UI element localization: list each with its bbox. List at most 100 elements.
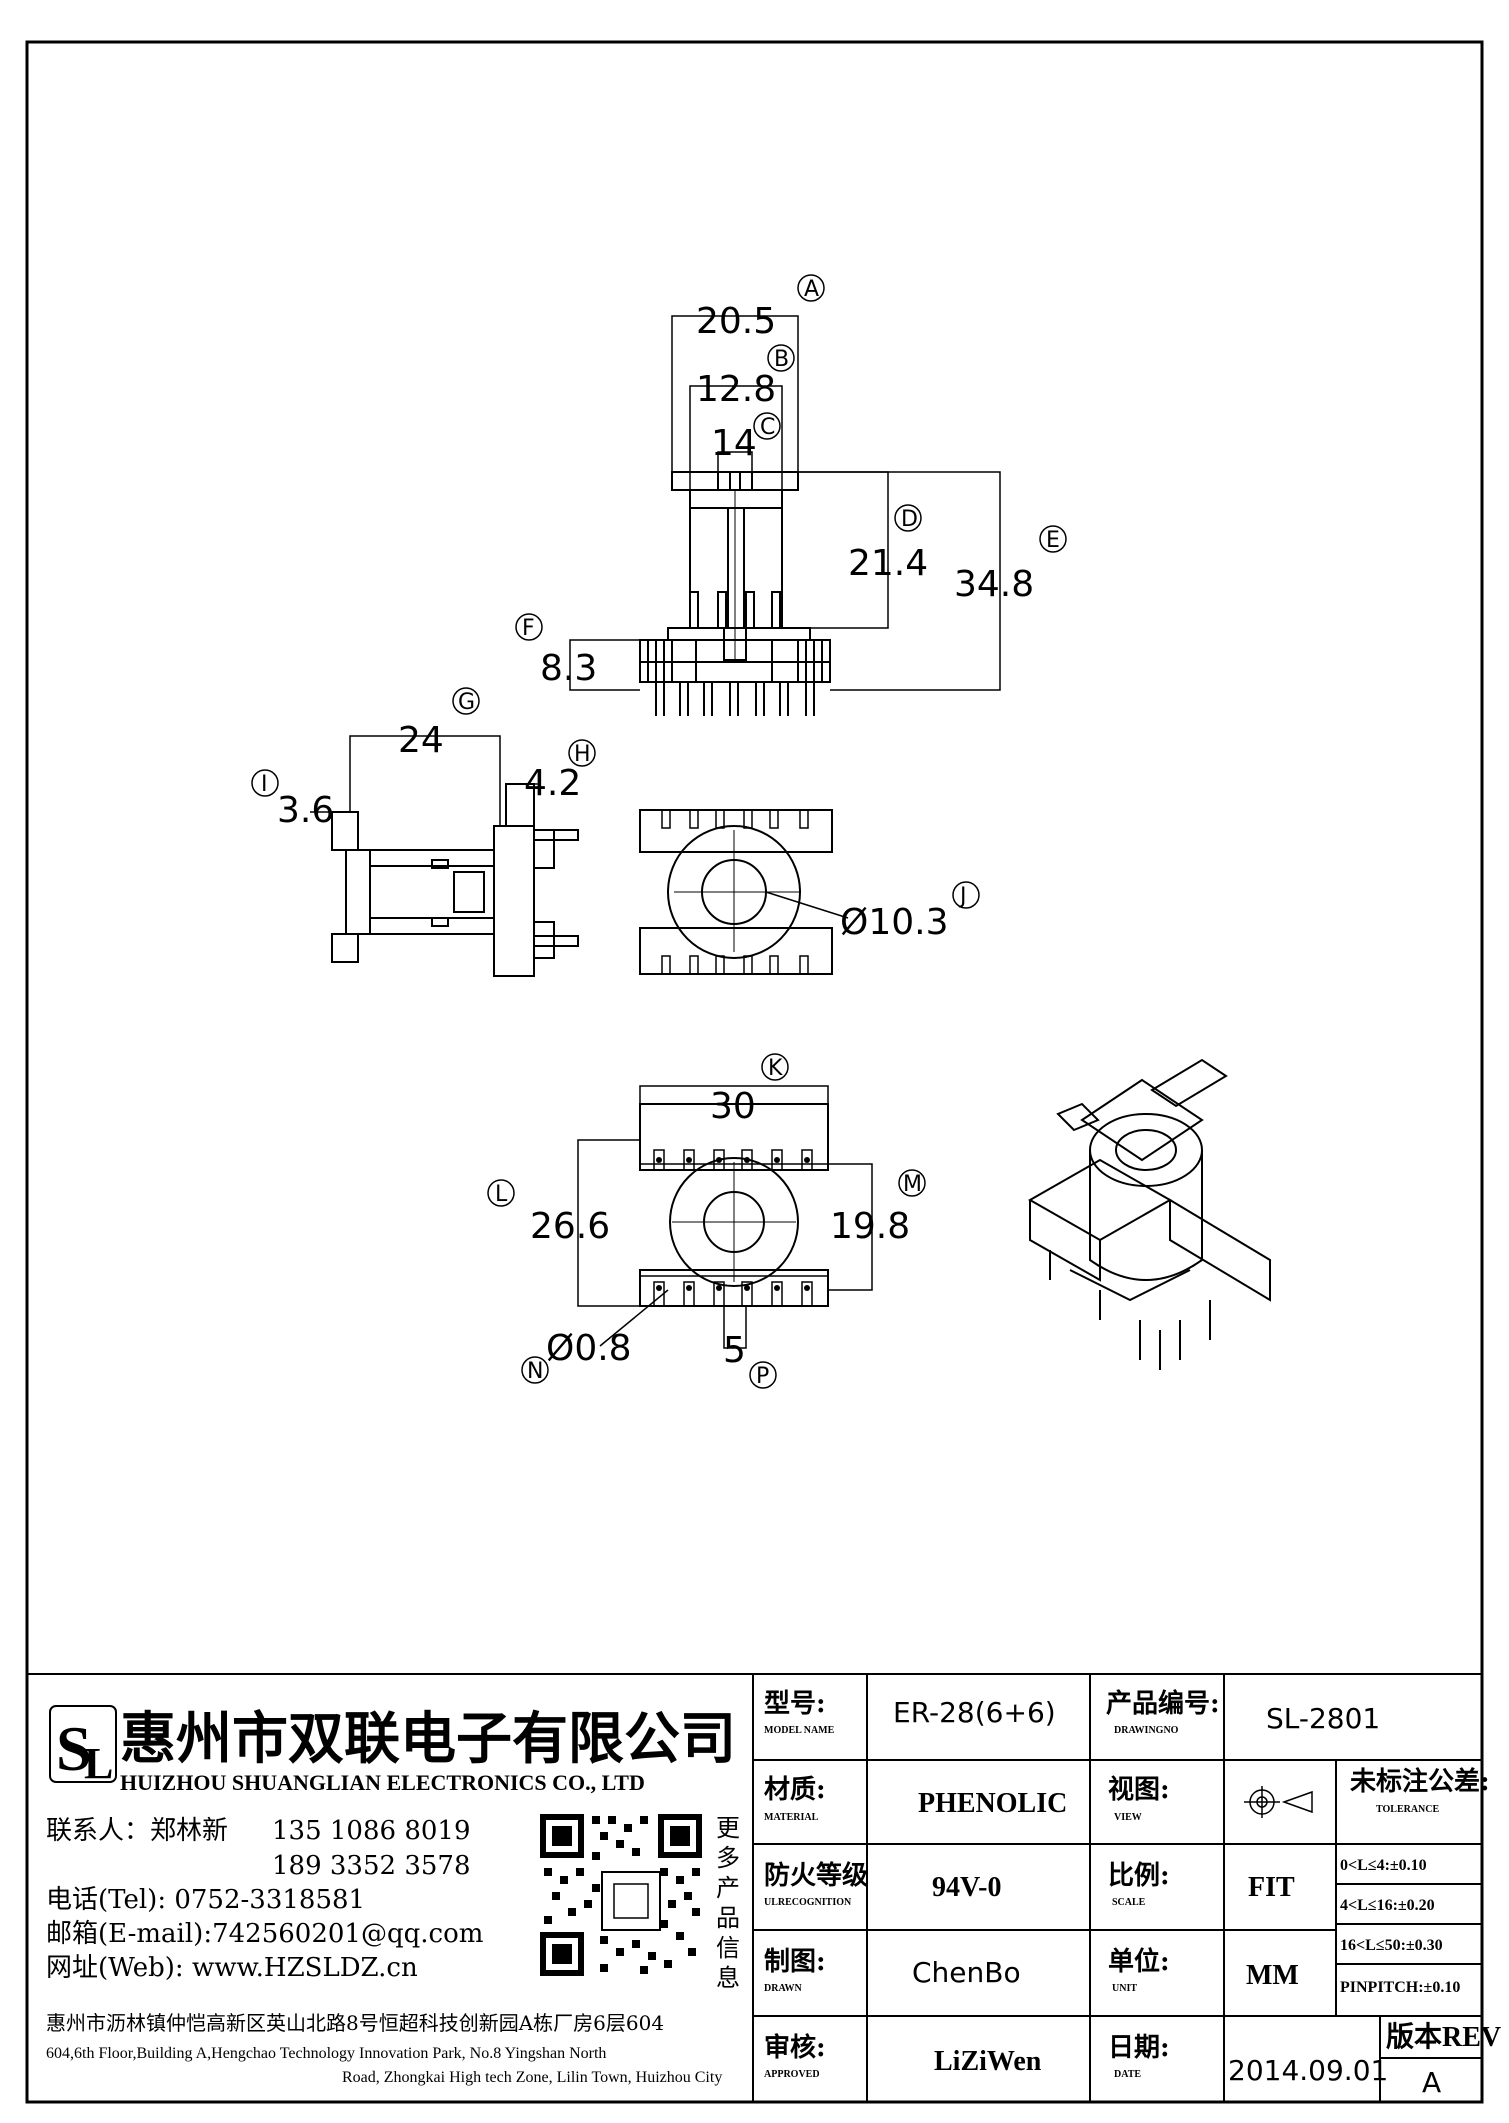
material-label-en: MATERIAL xyxy=(764,1812,819,1823)
svg-text:产: 产 xyxy=(716,1874,740,1902)
revision-value: A xyxy=(1422,2066,1441,2099)
tag-d: D xyxy=(901,507,918,532)
dim-h-value: 4.2 xyxy=(524,763,581,804)
tag-f: F xyxy=(522,616,535,641)
dim-m-value: 19.8 xyxy=(830,1206,910,1247)
fire-rating-value: 94V-0 xyxy=(932,1872,1001,1903)
dim-d-value: 21.4 xyxy=(848,543,928,584)
dimension-tag-letters: A B C D E F G H I J K L M N P xyxy=(261,277,1060,1389)
address-cn: 惠州市沥林镇仲恺高新区英山北路8号恒超科技创新园A栋厂房6层604 xyxy=(46,2011,664,2035)
tag-n: N xyxy=(527,1359,543,1384)
drawn-label: 制图: xyxy=(764,1947,826,1977)
model-label-en: MODEL NAME xyxy=(764,1725,835,1736)
approved-label: 审核: xyxy=(764,2032,826,2063)
phone-1: 135 1086 8019 xyxy=(272,1816,471,1846)
tag-g: G xyxy=(458,690,475,715)
scale-value: FIT xyxy=(1248,1872,1295,1903)
svg-text:息: 息 xyxy=(716,1964,740,1992)
drawn-label-en: DRAWN xyxy=(764,1983,803,1994)
tag-m: M xyxy=(903,1172,922,1197)
view-label: 视图: xyxy=(1108,1775,1170,1805)
svg-text:L: L xyxy=(84,1739,113,1788)
approved-label-en: APPROVED xyxy=(764,2069,820,2080)
tag-e: E xyxy=(1046,528,1060,553)
address-en-line1: 604,6th Floor,Building A,Hengchao Techno… xyxy=(46,2045,606,2062)
bottom-view xyxy=(577,1085,873,1349)
svg-text:品: 品 xyxy=(716,1904,740,1932)
dim-l-value: 26.6 xyxy=(530,1206,610,1247)
sheet-border xyxy=(25,40,1484,2104)
qr-caption: 更 多 产 品 信 息 xyxy=(716,1814,740,1992)
fire-rating-label-en: ULRECOGNITION xyxy=(764,1897,852,1908)
dim-i-value: 3.6 xyxy=(277,790,334,831)
dim-p-value: 5 xyxy=(723,1330,746,1371)
tag-k: K xyxy=(768,1056,783,1081)
material-label: 材质: xyxy=(764,1775,826,1805)
tolerance-pinpitch: PINPITCH:±0.10 xyxy=(1340,1979,1460,1996)
side-view xyxy=(310,735,579,977)
tag-j: J xyxy=(958,884,967,909)
tag-c: C xyxy=(760,415,775,440)
material-value: PHENOLIC xyxy=(918,1788,1067,1819)
dim-b-value: 12.8 xyxy=(696,369,776,410)
email: 邮箱(E-mail):742560201@qq.com xyxy=(46,1919,483,1949)
drawing-no-label-en: DRAWINGNO xyxy=(1114,1725,1179,1736)
dim-a-value: 20.5 xyxy=(696,301,776,342)
tolerance-3: 16<L≤50:±0.30 xyxy=(1340,1937,1443,1954)
top-view xyxy=(639,809,849,975)
tolerance-label-en: TOLERANCE xyxy=(1376,1804,1439,1815)
tag-l: L xyxy=(495,1182,508,1207)
date-value: 2014.09.01 xyxy=(1228,2054,1388,2087)
contact-person: 联系人：郑林新 xyxy=(46,1816,228,1846)
phone-2: 189 3352 3578 xyxy=(272,1851,471,1881)
dim-f-value: 8.3 xyxy=(540,648,597,689)
qr-code xyxy=(540,1814,702,1976)
dim-n-value: Ø0.8 xyxy=(546,1328,632,1369)
approved-value: LiZiWen xyxy=(934,2046,1042,2077)
website: 网址(Web): www.HZSLDZ.cn xyxy=(46,1953,418,1983)
revision-label: 版本REV xyxy=(1386,2021,1501,2053)
model-label: 型号: xyxy=(764,1689,826,1719)
address-en-line2: Road, Zhongkai High tech Zone, Lilin Tow… xyxy=(342,2069,722,2086)
dim-c-value: 14 xyxy=(711,423,757,464)
unit-value: MM xyxy=(1246,1960,1299,1991)
tag-h: H xyxy=(574,742,591,767)
view-label-en: VIEW xyxy=(1114,1812,1142,1823)
date-label-en: DATE xyxy=(1114,2069,1141,2080)
front-view xyxy=(569,315,1001,716)
unit-label: 单位: xyxy=(1108,1946,1170,1977)
tag-b: B xyxy=(774,347,789,372)
drawing-no-label: 产品编号: xyxy=(1106,1688,1220,1719)
fire-rating-label: 防火等级 xyxy=(764,1860,868,1891)
unit-label-en: UNIT xyxy=(1112,1983,1137,1994)
projection-symbol-icon xyxy=(1244,1786,1313,1818)
title-block xyxy=(27,1673,1482,2102)
isometric-view xyxy=(1027,1058,1271,1370)
company-name-cn: 惠州市双联电子有限公司 xyxy=(120,1706,736,1772)
model-value: ER-28(6+6) xyxy=(893,1696,1056,1729)
scale-label: 比例: xyxy=(1108,1861,1170,1891)
tolerance-label: 未标注公差: xyxy=(1350,1766,1490,1797)
drawn-value: ChenBo xyxy=(912,1956,1021,1989)
tag-a: A xyxy=(804,277,819,302)
tolerance-1: 0<L≤4:±0.10 xyxy=(1340,1857,1427,1874)
scale-label-en: SCALE xyxy=(1112,1897,1146,1908)
company-name-en: HUIZHOU SHUANGLIAN ELECTRONICS CO., LTD xyxy=(120,1770,645,1795)
drawing-no-value: SL-2801 xyxy=(1266,1702,1380,1735)
svg-text:更: 更 xyxy=(716,1814,740,1842)
svg-text:多: 多 xyxy=(716,1844,740,1872)
dim-j-value: Ø10.3 xyxy=(840,902,949,943)
tag-p: P xyxy=(756,1364,769,1389)
date-label: 日期: xyxy=(1108,2033,1170,2063)
dim-e-value: 34.8 xyxy=(954,564,1034,605)
company-logo: S L xyxy=(49,1705,117,1788)
tel: 电话(Tel): 0752-3318581 xyxy=(46,1885,365,1915)
dimension-tags xyxy=(251,274,1067,1389)
tolerance-2: 4<L≤16:±0.20 xyxy=(1340,1897,1435,1914)
dim-g-value: 24 xyxy=(398,720,444,761)
svg-text:信: 信 xyxy=(716,1934,740,1962)
dim-k-value: 30 xyxy=(710,1086,756,1127)
tag-i: I xyxy=(261,772,268,797)
svg-text:S: S xyxy=(56,1713,92,1784)
